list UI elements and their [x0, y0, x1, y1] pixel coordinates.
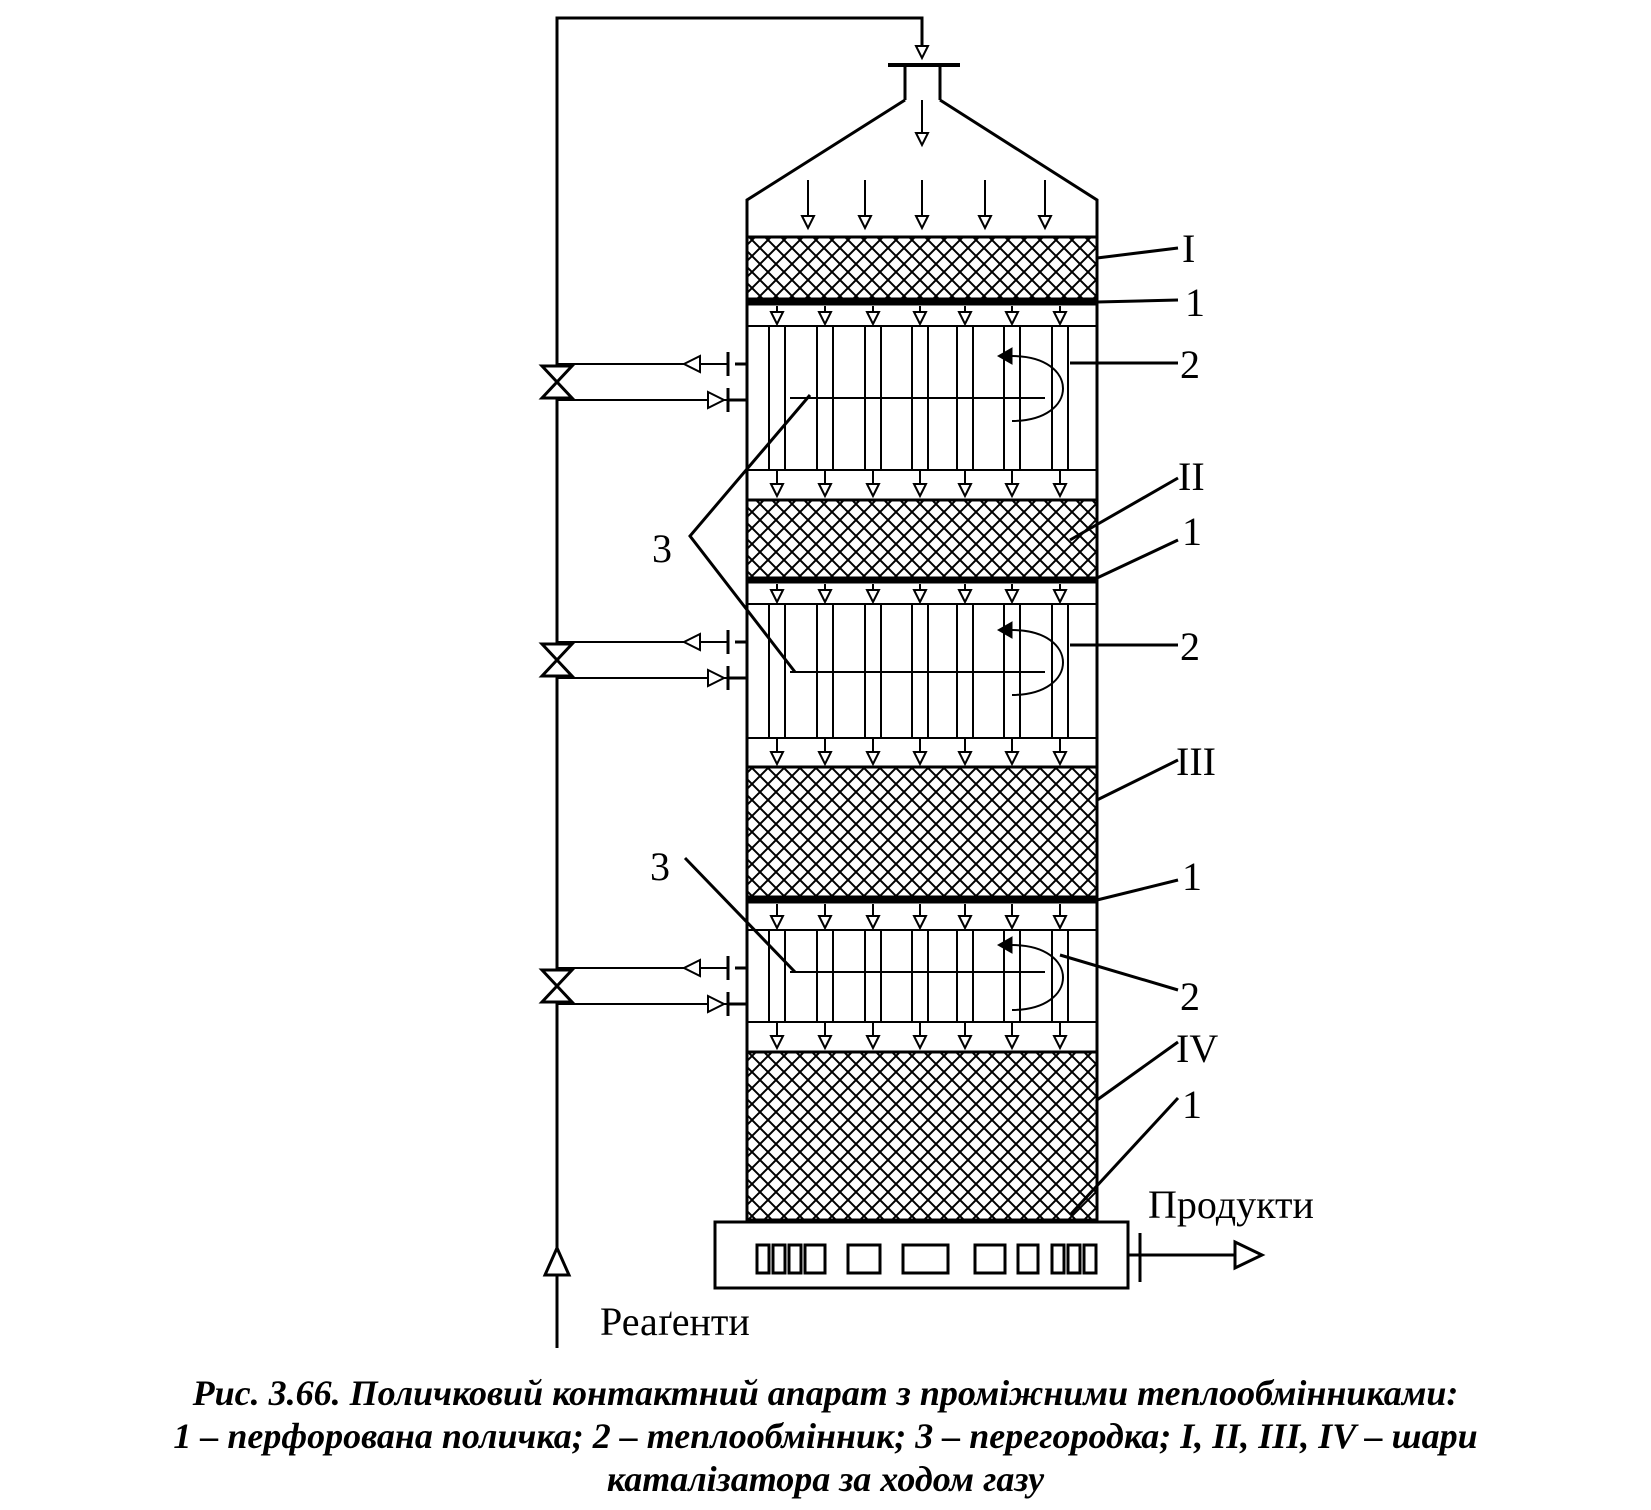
tube-arrow-head — [1004, 589, 1020, 605]
tube-arrow-head — [1004, 915, 1020, 931]
gas-flow-arrow-head — [800, 215, 816, 231]
tube-arrow-head — [817, 311, 833, 327]
tube-arrow-head — [1052, 915, 1068, 931]
tube-arrow-head — [865, 589, 881, 605]
catalyst-layer-1 — [745, 235, 1099, 301]
tube-arrow-head — [957, 483, 973, 499]
label-shelf-3: 1 — [1182, 854, 1202, 899]
generated-elements — [538, 30, 1069, 1051]
tube-arrow-head — [769, 483, 785, 499]
caption-line-2: 1 – перфорована поличка; 2 – теплообмінн… — [173, 1416, 1478, 1456]
figure-caption: Рис. 3.66. Поличковий контактний апарат … — [0, 1372, 1651, 1501]
tube-arrow-head — [1052, 589, 1068, 605]
circulation-arrowhead — [996, 347, 1013, 365]
tube-arrow-head — [1052, 1035, 1068, 1051]
tube-arrow-head — [865, 751, 881, 767]
tube-arrow-head — [865, 915, 881, 931]
gas-flow-arrow-head — [914, 215, 930, 231]
tube-arrow-head — [769, 1035, 785, 1051]
label-shelf-2: 1 — [1182, 509, 1202, 554]
valve-icon — [538, 968, 576, 1004]
label-heat-exchanger-2: 2 — [1180, 624, 1200, 669]
catalyst-layer-4 — [745, 1050, 1099, 1222]
caption-line-1: Рис. 3.66. Поличковий контактний апарат … — [192, 1373, 1459, 1413]
gas-flow-arrow-head — [977, 215, 993, 231]
inlet-arrow-head — [914, 132, 930, 148]
tube-arrow-head — [1004, 483, 1020, 499]
bypass-arrow — [707, 994, 727, 1014]
bypass-arrow — [681, 354, 701, 374]
tube-arrow-head — [865, 483, 881, 499]
tube-arrow-head — [817, 1035, 833, 1051]
apparatus-body — [542, 16, 1266, 1348]
label-layer-2: II — [1178, 454, 1205, 499]
catalyst-layer-2 — [745, 498, 1099, 580]
circulation-arrowhead — [996, 621, 1013, 639]
caption-line-3: каталізатора за ходом газу — [606, 1459, 1045, 1499]
tube-arrow-head — [769, 589, 785, 605]
label-partition-1: 3 — [652, 526, 672, 571]
circulation-arrowhead — [996, 936, 1013, 954]
tube-arrow-head — [769, 311, 785, 327]
tube-arrow-head — [817, 589, 833, 605]
circulation-loop — [1011, 944, 1064, 1011]
tube-arrow-head — [817, 915, 833, 931]
tube-arrow-head — [769, 915, 785, 931]
tube-arrow-head — [957, 589, 973, 605]
circulation-loop — [1011, 629, 1064, 696]
gas-flow-arrow-head — [857, 215, 873, 231]
tube-arrow-head — [912, 915, 928, 931]
inlet-arrow-head — [914, 45, 930, 61]
valve-icon — [538, 642, 576, 678]
tube-arrow-head — [817, 483, 833, 499]
label-layer-3: III — [1176, 739, 1216, 784]
valve-icon — [538, 364, 576, 400]
label-partition-2: 3 — [650, 844, 670, 889]
tube-arrow-head — [957, 311, 973, 327]
label-reagents: Реаґенти — [600, 1299, 750, 1344]
tube-arrow-head — [769, 751, 785, 767]
tube-arrow-head — [1052, 483, 1068, 499]
bypass-arrow — [681, 632, 701, 652]
tube-arrow-head — [1004, 1035, 1020, 1051]
label-heat-exchanger-3: 2 — [1180, 974, 1200, 1019]
tube-arrow-head — [957, 915, 973, 931]
tube-arrow-head — [912, 483, 928, 499]
bypass-arrow — [681, 958, 701, 978]
gas-flow-arrow-head — [1037, 215, 1053, 231]
label-shelf-4: 1 — [1182, 1082, 1202, 1127]
label-shelf-1: 1 — [1185, 280, 1205, 325]
label-heat-exchanger-1: 2 — [1180, 342, 1200, 387]
tube-arrow-head — [1004, 751, 1020, 767]
tube-arrow-head — [912, 589, 928, 605]
label-layer-4: IV — [1176, 1026, 1218, 1071]
tube-arrow-head — [912, 751, 928, 767]
tube-arrow-head — [957, 1035, 973, 1051]
label-products: Продукти — [1148, 1182, 1314, 1227]
catalyst-layer-3 — [745, 765, 1099, 899]
tube-arrow-head — [865, 1035, 881, 1051]
tube-arrow-head — [912, 1035, 928, 1051]
tube-arrow-head — [1052, 751, 1068, 767]
tube-arrow-head — [817, 751, 833, 767]
circulation-loop — [1011, 355, 1064, 422]
label-layer-1: I — [1182, 226, 1195, 271]
bypass-arrow — [707, 390, 727, 410]
tube-arrow-head — [1052, 311, 1068, 327]
tube-arrow-head — [957, 751, 973, 767]
tube-arrow-head — [1004, 311, 1020, 327]
tube-arrow-head — [912, 311, 928, 327]
bypass-arrow — [707, 668, 727, 688]
tube-arrow-head — [865, 311, 881, 327]
